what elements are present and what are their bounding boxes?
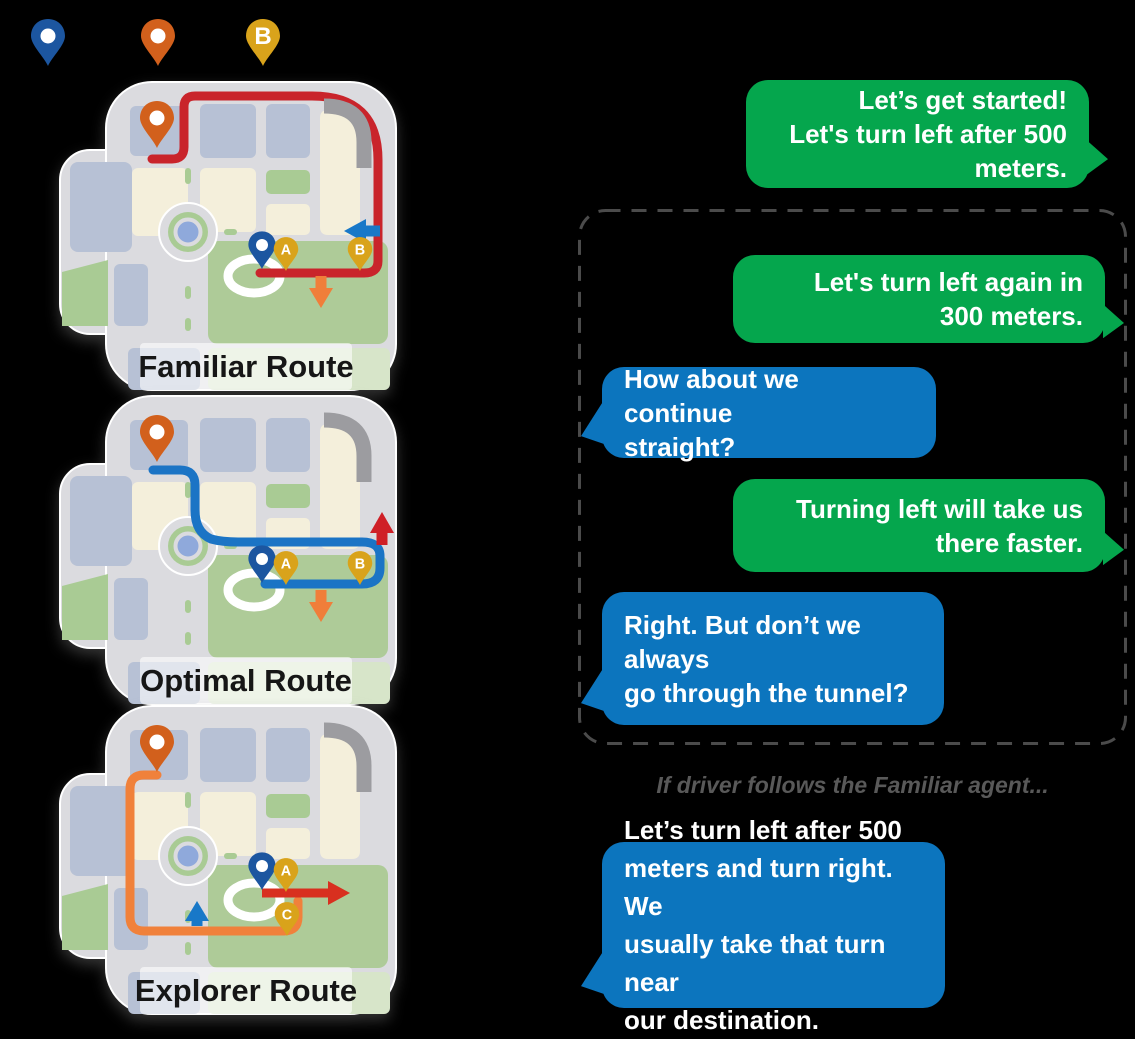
marker-c-pin-icon: C xyxy=(274,902,300,936)
start-pin-icon xyxy=(140,725,174,772)
scenario-caption: If driver follows the Familiar agent... xyxy=(656,772,1049,798)
explorer-route-path xyxy=(125,770,303,936)
blue-up-arrow xyxy=(185,901,209,926)
bubble-tail xyxy=(581,950,604,994)
bubble-tail xyxy=(1087,140,1108,175)
legend-pins: B xyxy=(31,19,280,66)
driver-bubble-3-text: Let’s turn left after 500 meters and tur… xyxy=(624,815,902,1035)
car-pin-icon xyxy=(248,231,276,269)
svg-text:Explorer Route: Explorer Route xyxy=(135,973,357,1008)
svg-text:Optimal Route: Optimal Route xyxy=(140,663,352,698)
roundabout xyxy=(158,826,218,886)
marker-b-pin-icon: B xyxy=(347,551,373,585)
lane-marks xyxy=(185,168,237,331)
map-title: Explorer Route xyxy=(135,967,357,1014)
cul-de-sac xyxy=(223,878,285,922)
svg-text:B: B xyxy=(254,23,271,50)
agent-bubble-1: Let’s get started! Let's turn left after… xyxy=(746,80,1108,188)
agent-bubble-2-text: Let's turn left again in 300 meters. xyxy=(813,267,1083,331)
familiar-dialogue-group-box xyxy=(578,209,1127,745)
legend-orange-pin-icon xyxy=(141,19,175,66)
agent-bubble-3: Turning left will take us there faster. xyxy=(733,479,1124,572)
svg-text:A: A xyxy=(281,863,292,879)
red-up-arrow xyxy=(370,512,394,545)
agent-bubble-1-text: Let’s get started! Let's turn left after… xyxy=(789,85,1067,183)
marker-a-pin-icon: A xyxy=(273,858,299,892)
svg-text:Familiar Route: Familiar Route xyxy=(138,349,353,384)
optimal-route-map: A B Optimal Route xyxy=(58,394,400,710)
driver-bubble-2-text: Right. But don’t we always go through th… xyxy=(624,609,909,708)
map-title: Familiar Route xyxy=(138,343,354,390)
driver-bubble-1: How about we continue straight? xyxy=(581,364,936,462)
car-pin-icon xyxy=(248,852,276,890)
orange-down-arrow xyxy=(309,590,333,622)
familiar-route-path xyxy=(147,91,383,278)
blue-left-arrow xyxy=(344,219,380,243)
svg-text:A: A xyxy=(281,242,292,258)
driver-bubble-2: Right. But don’t we always go through th… xyxy=(581,592,944,725)
marker-b-pin-icon: B xyxy=(347,237,373,271)
svg-text:C: C xyxy=(282,907,292,923)
roundabout xyxy=(158,202,218,262)
cul-de-sac xyxy=(223,568,285,612)
map-title: Optimal Route xyxy=(140,657,352,704)
explorer-route-map: A C Explorer Route xyxy=(58,704,400,1020)
red-right-arrow xyxy=(262,881,350,905)
marker-a-pin-icon: A xyxy=(273,551,299,585)
legend-gold-pin-icon: B xyxy=(246,19,280,66)
legend-blue-pin-icon xyxy=(31,19,65,66)
start-pin-icon xyxy=(140,101,174,148)
start-pin-icon xyxy=(140,415,174,462)
svg-text:B: B xyxy=(355,556,365,572)
optimal-route-path xyxy=(148,465,385,589)
tunnel xyxy=(323,412,372,482)
tunnel xyxy=(323,98,372,168)
roundabout xyxy=(158,516,218,576)
agent-bubble-2: Let's turn left again in 300 meters. xyxy=(733,255,1124,343)
car-pin-icon xyxy=(248,545,276,583)
orange-down-arrow xyxy=(309,276,333,308)
driver-bubble-1-text: How about we continue straight? xyxy=(624,363,799,462)
driver-bubble-3: Let’s turn left after 500 meters and tur… xyxy=(581,815,945,1035)
svg-text:A: A xyxy=(281,556,292,572)
tunnel xyxy=(323,722,372,792)
familiar-route-map: A B Familiar Route xyxy=(58,80,400,396)
svg-text:B: B xyxy=(355,242,365,258)
agent-bubble-3-text: Turning left will take us there faster. xyxy=(796,493,1083,558)
marker-a-pin-icon: A xyxy=(273,237,299,271)
